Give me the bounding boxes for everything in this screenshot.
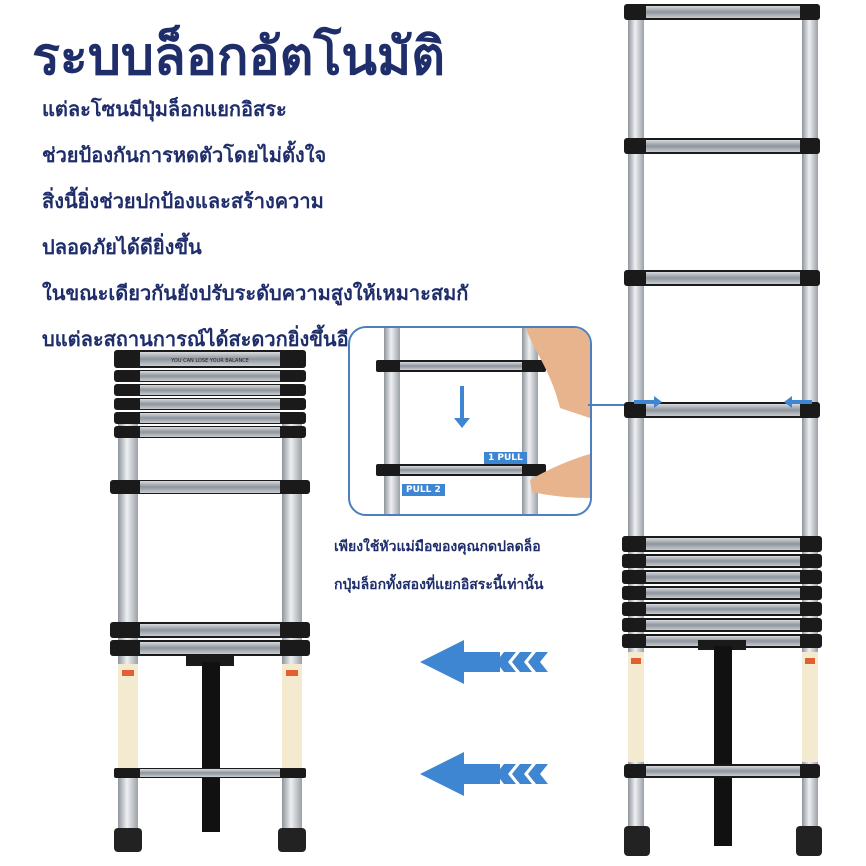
extended-ladder-image — [622, 4, 822, 856]
description-line: สิ่งนี้ยิ่งช่วยปกป้องและสร้างความ — [42, 189, 324, 213]
description-line: ในขณะเดียวกันยังปรับระดับความสูงให้เหมาะ… — [42, 281, 469, 305]
page-title: ระบบล็อกอัตโนมัติ — [32, 27, 445, 87]
instruction-caption: เพียงใช้หัวแม่มือของคุณกดปลดล็อ กปุ่มล็อ… — [334, 528, 543, 604]
rung-warning-label: YOU CAN LOSE YOUR BALANCE — [170, 358, 249, 364]
description-line: แต่ละโซนมีปุ่มล็อกแยกอิสระ — [42, 97, 287, 121]
left-arrow-icon — [420, 752, 548, 796]
pull-1-label: 1 PULL — [484, 452, 527, 464]
pull-2-label: PULL 2 — [402, 484, 445, 496]
left-arrow-icon — [420, 640, 548, 684]
description-line: ช่วยป้องกันการหดตัวโดยไม่ตั้งใจ — [42, 143, 327, 167]
description-line: บแต่ละสถานการณ์ได้สะดวกยิ่งขึ้นอีกด้วย — [42, 327, 397, 351]
inset-illustration — [376, 328, 590, 514]
lock-detail-inset: 1 PULL PULL 2 — [348, 326, 592, 516]
description-line: ปลอดภัยได้ดียิ่งขึ้น — [42, 235, 202, 259]
caption-line: เพียงใช้หัวแม่มือของคุณกดปลดล็อ — [334, 539, 541, 555]
caption-line: กปุ่มล็อกทั้งสองที่แยกอิสระนี้เท่านั้น — [334, 577, 544, 593]
collapsed-ladder-image: YOU CAN LOSE YOUR BALANCE — [110, 350, 310, 852]
description-text: แต่ละโซนมีปุ่มล็อกแยกอิสระ ช่วยป้องกันกา… — [42, 86, 468, 362]
connector-line — [588, 404, 628, 406]
